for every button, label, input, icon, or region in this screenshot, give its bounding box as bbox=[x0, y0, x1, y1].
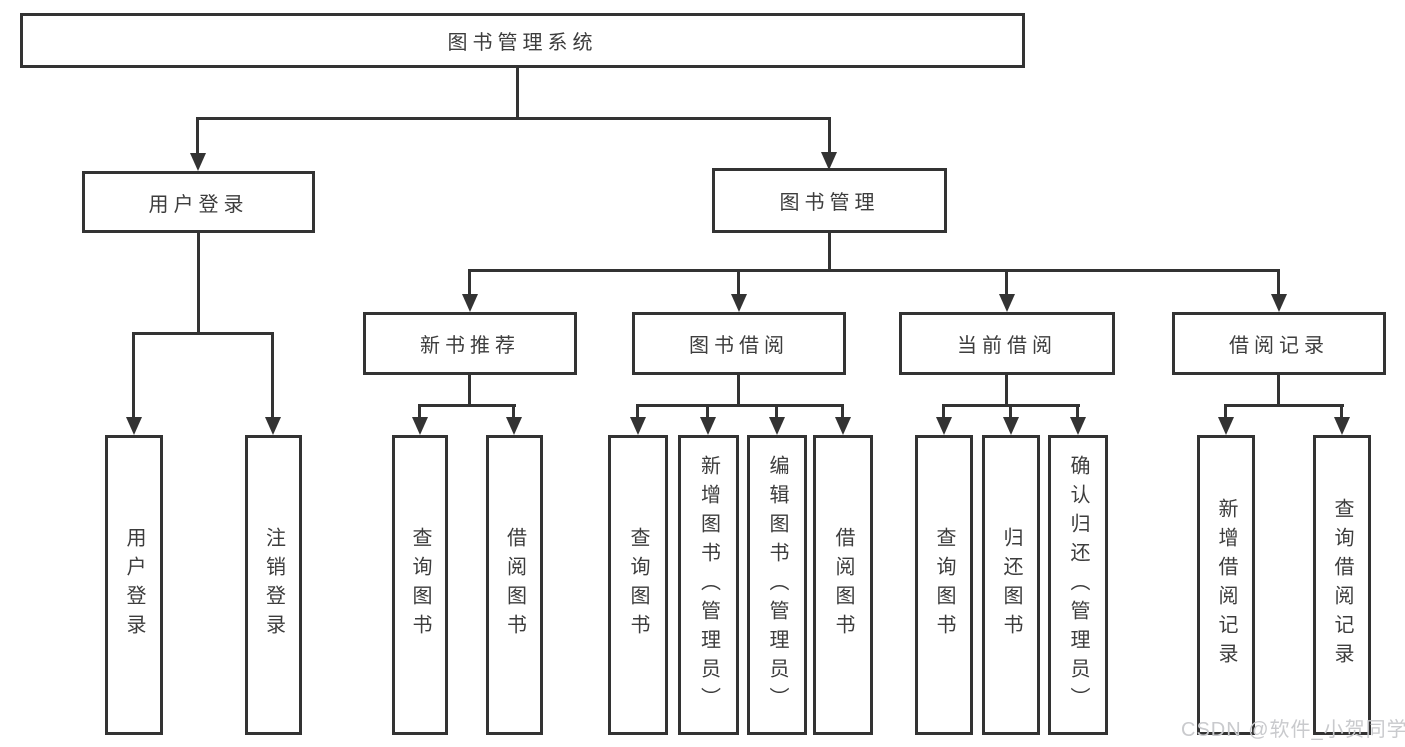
node-book-borrow: 图书借阅 bbox=[632, 312, 846, 375]
connector-root-hline bbox=[197, 117, 831, 120]
leaf-borrow-add-admin-label: 新增图书（管理员） bbox=[697, 454, 720, 716]
node-root: 图书管理系统 bbox=[20, 13, 1025, 68]
node-borrow-records-label: 借阅记录 bbox=[1229, 335, 1329, 357]
arrow-down-icon bbox=[769, 417, 785, 435]
connector-newbook-child1-stem bbox=[418, 404, 421, 417]
arrow-down-icon bbox=[700, 417, 716, 435]
connector-bookmgmt-hline bbox=[468, 269, 1279, 272]
leaf-current-confirm-admin-label: 确认归还（管理员） bbox=[1067, 454, 1089, 716]
arrow-down-icon bbox=[1070, 417, 1086, 435]
connector-userlogin-child1-stem bbox=[132, 332, 135, 417]
connector-bookborrow-stub bbox=[737, 375, 740, 405]
connector-root-bookmgmt-stem bbox=[828, 117, 831, 152]
connector-currentborrow-child3-stem bbox=[1076, 404, 1079, 417]
connector-bookborrow-child3-stem bbox=[775, 404, 778, 417]
connector-borrowrecords-child2-stem bbox=[1340, 404, 1343, 417]
connector-borrowrecords-hline bbox=[1225, 404, 1344, 407]
leaf-borrow-query-label: 查询图书 bbox=[627, 527, 649, 643]
arrow-down-icon bbox=[462, 294, 478, 312]
arrow-down-icon bbox=[1003, 417, 1019, 435]
connector-l3-newbook-stem bbox=[468, 269, 471, 294]
leaf-newbook-borrow: 借阅图书 bbox=[486, 435, 543, 735]
node-root-label: 图书管理系统 bbox=[447, 32, 598, 54]
leaf-borrow-borrow-label: 借阅图书 bbox=[832, 527, 854, 643]
arrow-down-icon bbox=[1271, 294, 1287, 312]
node-borrow-records: 借阅记录 bbox=[1172, 312, 1386, 375]
leaf-current-confirm-admin: 确认归还（管理员） bbox=[1048, 435, 1108, 735]
node-book-management: 图书管理 bbox=[712, 168, 947, 233]
node-new-book-recommend: 新书推荐 bbox=[363, 312, 577, 375]
leaf-current-return-label: 归还图书 bbox=[1000, 527, 1022, 643]
leaf-current-return: 归还图书 bbox=[982, 435, 1040, 735]
node-user-login-label: 用户登录 bbox=[148, 193, 249, 216]
connector-bookmgmt-stub bbox=[828, 233, 831, 272]
leaf-newbook-query-label: 查询图书 bbox=[409, 527, 431, 643]
connector-l3-bookborrow-stem bbox=[737, 269, 740, 294]
leaf-logout-label: 注销登录 bbox=[262, 527, 285, 643]
arrow-down-icon bbox=[190, 153, 206, 171]
leaf-logout: 注销登录 bbox=[245, 435, 302, 735]
connector-currentborrow-child1-stem bbox=[942, 404, 945, 417]
node-current-borrow: 当前借阅 bbox=[899, 312, 1115, 375]
leaf-records-query-label: 查询借阅记录 bbox=[1331, 498, 1353, 672]
connector-currentborrow-child2-stem bbox=[1009, 404, 1012, 417]
connector-l3-borrowrecords-stem bbox=[1277, 269, 1280, 294]
node-user-login: 用户登录 bbox=[82, 171, 315, 233]
arrow-down-icon bbox=[936, 417, 952, 435]
arrow-down-icon bbox=[835, 417, 851, 435]
arrow-down-icon bbox=[630, 417, 646, 435]
connector-currentborrow-stub bbox=[1005, 375, 1008, 405]
connector-newbook-child2-stem bbox=[512, 404, 515, 417]
connector-bookborrow-child1-stem bbox=[636, 404, 639, 417]
leaf-user-login-label: 用户登录 bbox=[123, 527, 145, 643]
arrow-down-icon bbox=[731, 294, 747, 312]
arrow-down-icon bbox=[126, 417, 142, 435]
node-current-borrow-label: 当前借阅 bbox=[957, 335, 1057, 357]
connector-root-userlogin-stem bbox=[196, 117, 199, 153]
leaf-borrow-edit-admin: 编辑图书（管理员） bbox=[747, 435, 807, 735]
connector-bookborrow-child2-stem bbox=[706, 404, 709, 417]
leaf-records-add-label: 新增借阅记录 bbox=[1215, 498, 1237, 672]
leaf-borrow-query: 查询图书 bbox=[608, 435, 668, 735]
leaf-newbook-query: 查询图书 bbox=[392, 435, 448, 735]
arrow-down-icon bbox=[412, 417, 428, 435]
leaf-user-login: 用户登录 bbox=[105, 435, 163, 735]
arrow-down-icon bbox=[999, 294, 1015, 312]
connector-borrowrecords-child1-stem bbox=[1224, 404, 1227, 417]
connector-root-stub bbox=[516, 68, 519, 118]
leaf-borrow-add-admin: 新增图书（管理员） bbox=[678, 435, 739, 735]
leaf-records-add: 新增借阅记录 bbox=[1197, 435, 1255, 735]
connector-bookborrow-child4-stem bbox=[841, 404, 844, 417]
connector-newbook-hline bbox=[419, 404, 516, 407]
node-book-management-label: 图书管理 bbox=[779, 192, 880, 214]
arrow-down-icon bbox=[265, 417, 281, 435]
leaf-current-query-label: 查询图书 bbox=[933, 527, 955, 643]
connector-l3-currentborrow-stem bbox=[1005, 269, 1008, 294]
csdn-watermark: CSDN @软件_小贺同学 bbox=[1181, 719, 1405, 741]
leaf-borrow-borrow: 借阅图书 bbox=[813, 435, 873, 735]
arrow-down-icon bbox=[506, 417, 522, 435]
leaf-records-query: 查询借阅记录 bbox=[1313, 435, 1371, 735]
node-new-book-recommend-label: 新书推荐 bbox=[420, 335, 520, 357]
arrow-down-icon bbox=[821, 152, 837, 170]
leaf-current-query: 查询图书 bbox=[915, 435, 973, 735]
leaf-borrow-edit-admin-label: 编辑图书（管理员） bbox=[766, 454, 788, 716]
connector-userlogin-child2-stem bbox=[271, 332, 274, 417]
connector-bookborrow-hline bbox=[637, 404, 844, 407]
connector-newbook-stub bbox=[468, 375, 471, 406]
arrow-down-icon bbox=[1334, 417, 1350, 435]
connector-borrowrecords-stub bbox=[1277, 375, 1280, 405]
connector-userlogin-hline bbox=[133, 332, 274, 335]
node-book-borrow-label: 图书借阅 bbox=[689, 335, 789, 357]
arrow-down-icon bbox=[1218, 417, 1234, 435]
leaf-newbook-borrow-label: 借阅图书 bbox=[503, 527, 526, 643]
connector-userlogin-stub bbox=[197, 233, 200, 333]
